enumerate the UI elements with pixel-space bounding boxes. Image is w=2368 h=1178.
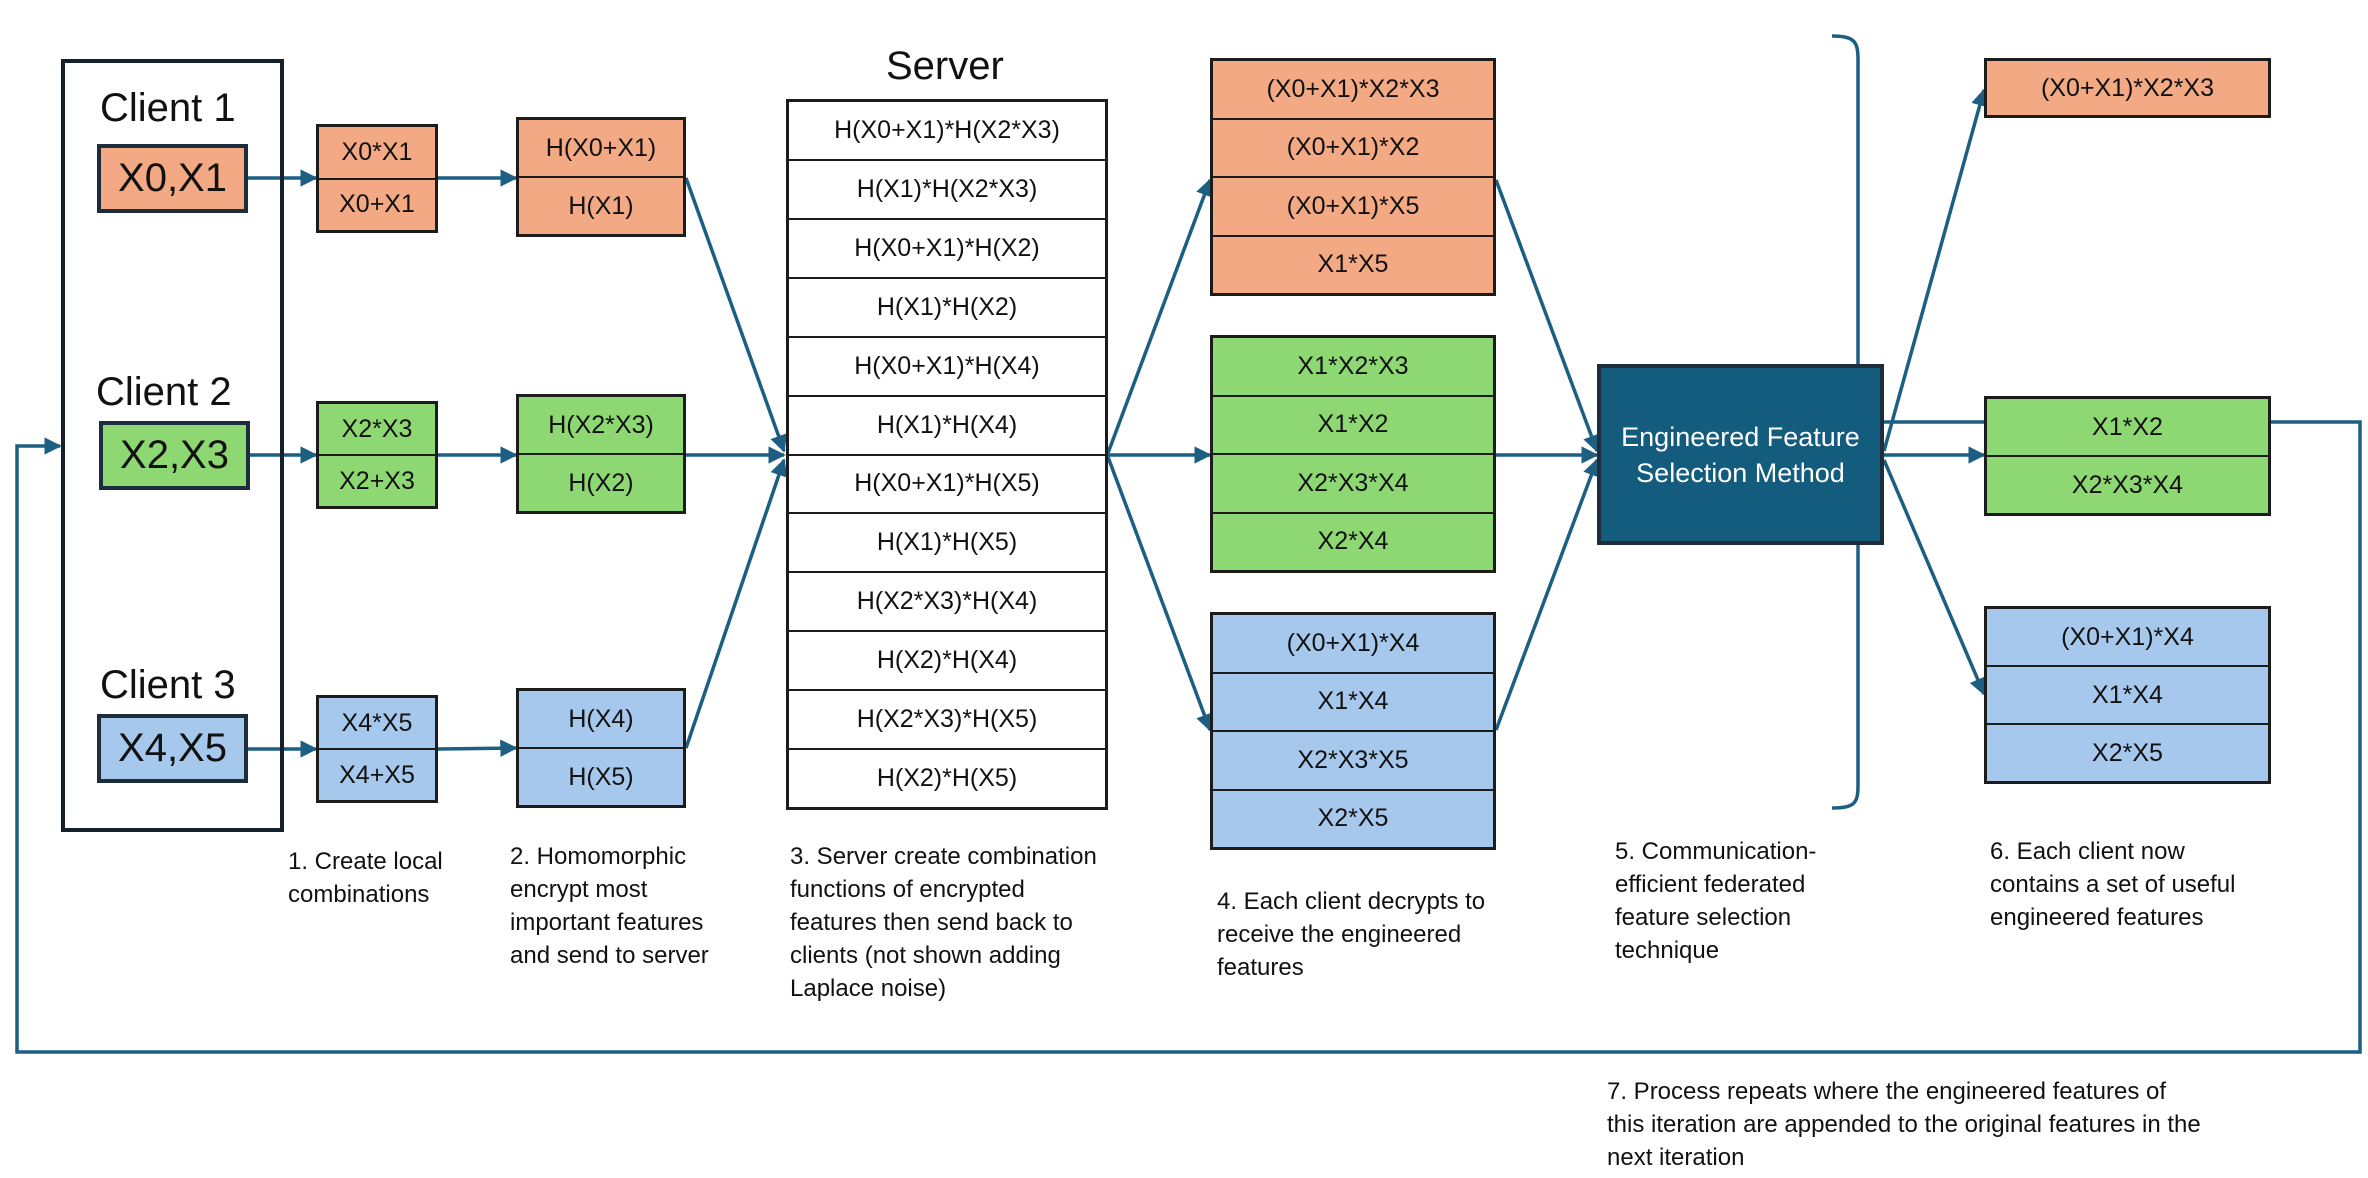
local-combination: X4*X5 xyxy=(319,698,435,750)
selected-feature: (X0+X1)*X4 xyxy=(1987,609,2268,667)
local-combination: X2*X3 xyxy=(319,404,435,456)
selected-client2: X1*X2 X2*X3*X4 xyxy=(1984,396,2271,516)
local-combination: X4+X5 xyxy=(339,760,415,789)
local-combination: X0+X1 xyxy=(339,190,415,219)
selected-feature: X1*X2 xyxy=(1987,399,2268,457)
arrow-dec1-to-selector xyxy=(1494,179,1600,453)
arrow-selector-to-sel1 xyxy=(1882,88,1989,452)
arrow-enc3-to-server xyxy=(684,458,788,749)
encrypted-feature: H(X5) xyxy=(568,762,634,791)
caption-step3: 3. Server create combination functions o… xyxy=(790,843,1097,1002)
caption-step7: 7. Process repeats where the engineered … xyxy=(1607,1078,2201,1171)
encrypted-feature: H(X4) xyxy=(519,691,683,749)
local-combination: X2+X3 xyxy=(339,466,415,495)
arrow-selector-to-sel3 xyxy=(1882,459,1986,696)
encrypted-client1: H(X0+X1) H(X1) xyxy=(516,117,686,237)
server-function: H(X1)*H(X2) xyxy=(789,279,1105,338)
encrypted-client3: H(X4) H(X5) xyxy=(516,688,686,808)
arrow-server-to-dec1 xyxy=(1106,178,1213,454)
arrow-local3-to-enc xyxy=(437,739,518,757)
engineered-feature: X1*X2*X3 xyxy=(1213,338,1493,397)
encrypted-feature: H(X2) xyxy=(568,468,634,497)
local-combinations-client2: X2*X3 X2+X3 xyxy=(316,401,438,509)
caption-step4: 4. Each client decrypts to receive the e… xyxy=(1217,888,1486,981)
server-function: H(X1)*H(X5) xyxy=(789,514,1105,574)
engineered-feature: (X0+X1)*X2*X3 xyxy=(1213,61,1493,120)
engineered-feature: X1*X4 xyxy=(1213,674,1493,732)
feature-selection-method-box: Engineered Feature Selection Method xyxy=(1597,364,1884,545)
local-combination: X0*X1 xyxy=(319,127,435,180)
server-function: H(X0+X1)*H(X2) xyxy=(789,220,1105,279)
client2-title: Client 2 xyxy=(96,370,232,414)
client3-features: X4,X5 xyxy=(97,714,248,783)
selected-client1: (X0+X1)*X2*X3 xyxy=(1984,58,2271,118)
encrypted-feature: H(X2*X3) xyxy=(519,397,683,455)
engineered-feature: X2*X4 xyxy=(1317,527,1389,556)
server-function: H(X2*X3)*H(X5) xyxy=(789,691,1105,751)
selected-feature: (X0+X1)*X2*X3 xyxy=(2040,73,2215,102)
decrypted-client2: X1*X2*X3 X1*X2 X2*X3*X4 X2*X4 xyxy=(1210,335,1496,573)
server-function-list: H(X0+X1)*H(X2*X3) H(X1)*H(X2*X3) H(X0+X1… xyxy=(786,99,1108,810)
local-combinations-client1: X0*X1 X0+X1 xyxy=(316,124,438,233)
arrow-enc1-to-server xyxy=(684,177,787,453)
selected-client3: (X0+X1)*X4 X1*X4 X2*X5 xyxy=(1984,606,2271,784)
caption-step1: 1. Create local combinations xyxy=(288,848,443,908)
selected-feature: X2*X5 xyxy=(2092,738,2163,767)
client1-features: X0,X1 xyxy=(97,144,248,213)
encrypted-client2: H(X2*X3) H(X2) xyxy=(516,394,686,514)
engineered-feature: X2*X5 xyxy=(1317,804,1389,833)
engineered-feature: X1*X5 xyxy=(1317,250,1389,279)
server-function: H(X2)*H(X5) xyxy=(876,764,1018,793)
client2-features: X2,X3 xyxy=(99,421,250,490)
decrypted-client3: (X0+X1)*X4 X1*X4 X2*X3*X5 X2*X5 xyxy=(1210,612,1496,850)
client1-title: Client 1 xyxy=(100,86,236,130)
engineered-feature: X2*X3*X5 xyxy=(1213,732,1493,791)
caption-step6: 6. Each client now contains a set of use… xyxy=(1990,838,2236,931)
server-title: Server xyxy=(886,44,1004,88)
server-function: H(X0+X1)*H(X5) xyxy=(789,456,1105,515)
selected-feature: X2*X3*X4 xyxy=(2071,470,2184,499)
arrow-loop-back xyxy=(15,420,2362,1054)
arrow-dec3-to-selector xyxy=(1494,458,1600,731)
decrypted-client1: (X0+X1)*X2*X3 (X0+X1)*X2 (X0+X1)*X5 X1*X… xyxy=(1210,58,1496,296)
server-function: H(X2)*H(X4) xyxy=(789,632,1105,692)
clients-frame xyxy=(61,59,284,832)
engineered-feature: X1*X2 xyxy=(1213,397,1493,455)
server-function: H(X2*X3)*H(X4) xyxy=(789,573,1105,633)
engineered-feature: (X0+X1)*X5 xyxy=(1213,178,1493,237)
server-function: H(X1)*H(X4) xyxy=(789,397,1105,456)
arrow-server-to-dec3 xyxy=(1106,456,1213,732)
encrypted-feature: H(X0+X1) xyxy=(519,120,683,178)
engineered-feature: (X0+X1)*X4 xyxy=(1213,615,1493,674)
server-function: H(X0+X1)*H(X4) xyxy=(789,338,1105,397)
selected-feature: X1*X4 xyxy=(1987,667,2268,725)
engineered-feature: (X0+X1)*X2 xyxy=(1213,120,1493,178)
local-combinations-client3: X4*X5 X4+X5 xyxy=(316,695,438,803)
server-function: H(X0+X1)*H(X2*X3) xyxy=(789,102,1105,161)
client3-title: Client 3 xyxy=(100,663,236,707)
server-function: H(X1)*H(X2*X3) xyxy=(789,161,1105,220)
encrypted-feature: H(X1) xyxy=(568,191,634,220)
engineered-feature: X2*X3*X4 xyxy=(1213,455,1493,514)
caption-step2: 2. Homomorphic encrypt most important fe… xyxy=(510,843,709,969)
caption-step5: 5. Communication-efficient federated fea… xyxy=(1615,838,1817,964)
